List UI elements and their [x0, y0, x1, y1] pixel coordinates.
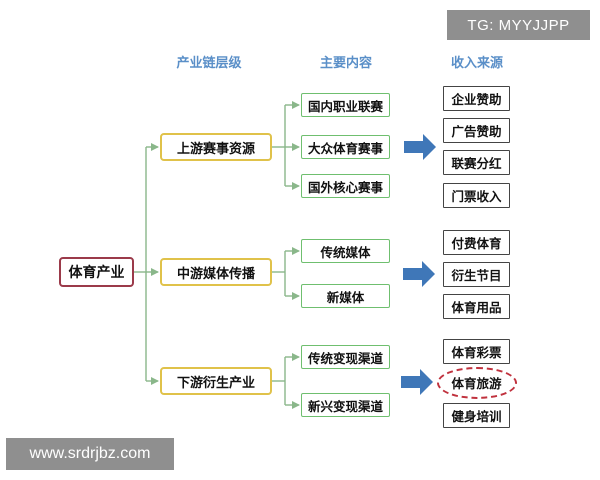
root-node: 体育产业 — [59, 257, 134, 287]
revenue-node: 体育用品 — [443, 294, 510, 319]
header-industry-level: 产业链层级 — [176, 56, 242, 71]
tier-2-arrow — [403, 261, 435, 287]
tier-midstream: 中游媒体传播 — [160, 258, 272, 286]
revenue-node: 门票收入 — [443, 183, 510, 208]
header-revenue-source: 收入来源 — [450, 56, 504, 71]
highlight-dashed-ellipse — [437, 367, 517, 399]
revenue-node: 体育彩票 — [443, 339, 510, 364]
revenue-node: 衍生节目 — [443, 262, 510, 287]
content-node: 传统媒体 — [301, 239, 390, 263]
revenue-node: 广告赞助 — [443, 118, 510, 143]
content-node: 大众体育赛事 — [301, 135, 390, 159]
content-node: 传统变现渠道 — [301, 345, 390, 369]
content-node: 国外核心赛事 — [301, 174, 390, 198]
tier-upstream: 上游赛事资源 — [160, 133, 272, 161]
revenue-node: 企业赞助 — [443, 86, 510, 111]
tier-1-arrow — [404, 134, 436, 160]
content-node: 新媒体 — [301, 284, 390, 308]
tier-3-arrow — [401, 369, 433, 395]
revenue-node: 健身培训 — [443, 403, 510, 428]
content-node: 新兴变现渠道 — [301, 393, 390, 417]
watermark-tg: TG: MYYJJPP — [447, 10, 590, 40]
watermark-url: www.srdrjbz.com — [6, 438, 174, 470]
revenue-node: 付费体育 — [443, 230, 510, 255]
revenue-node: 联赛分红 — [443, 150, 510, 175]
content-node: 国内职业联赛 — [301, 93, 390, 117]
header-main-content: 主要内容 — [319, 56, 373, 71]
tier-downstream: 下游衍生产业 — [160, 367, 272, 395]
